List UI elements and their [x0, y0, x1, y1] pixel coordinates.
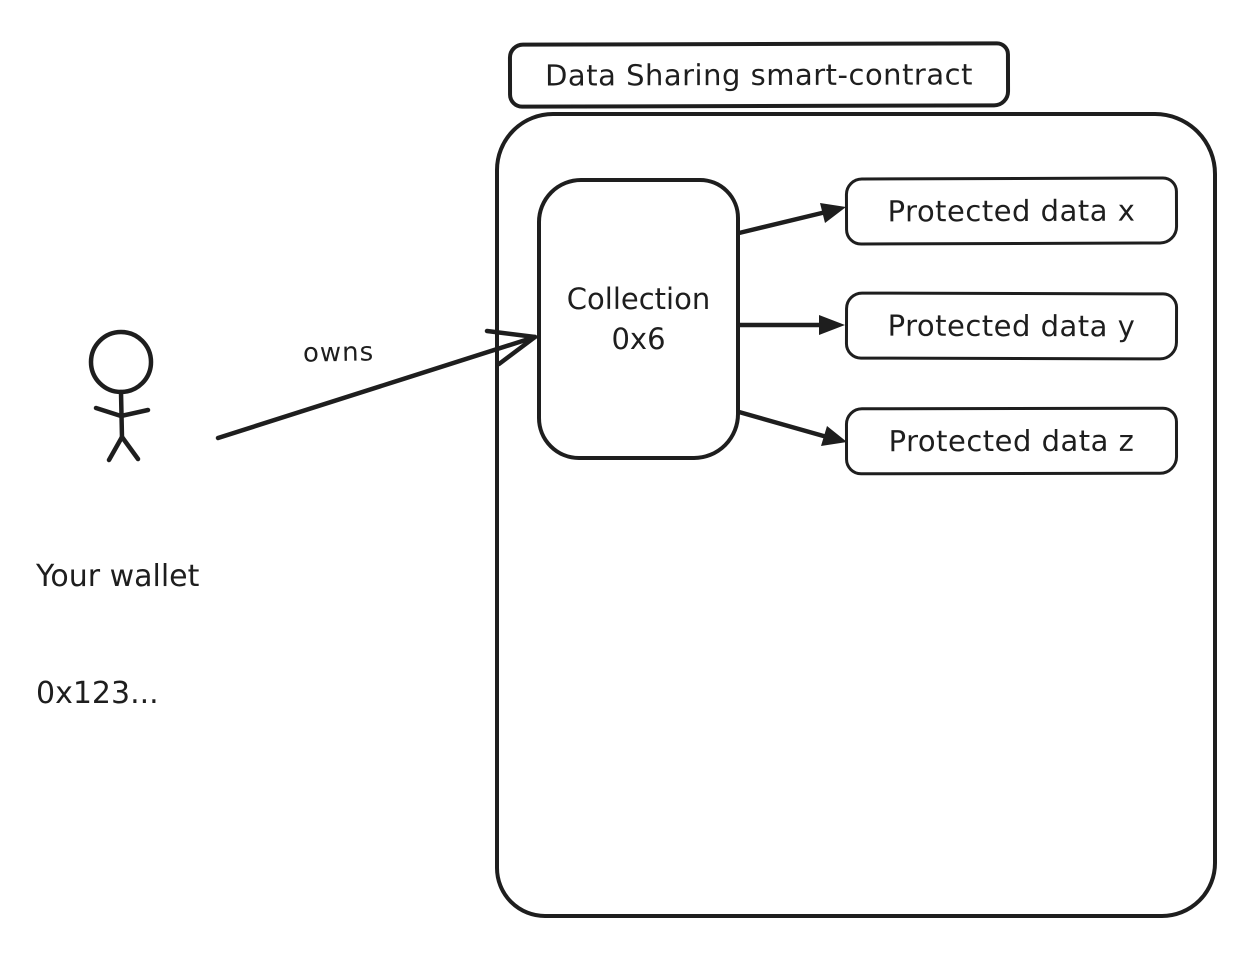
protected-data-z-label: Protected data z: [888, 423, 1135, 459]
owns-arrow-label: owns: [302, 337, 375, 369]
protected-data-y-node: Protected data y: [844, 291, 1179, 361]
actor-legs: [106, 434, 141, 463]
protected-data-x-label: Protected data x: [887, 193, 1136, 229]
wallet-label: Your wallet 0x123...: [36, 479, 199, 791]
protected-data-x-node: Protected data x: [844, 176, 1179, 246]
actor-head: [88, 329, 154, 395]
owns-arrow: [215, 328, 538, 441]
stick-figure-icon: [88, 329, 154, 463]
collection-address: 0x6: [611, 322, 666, 356]
owns-arrow-line: [215, 334, 538, 441]
protected-data-z-node: Protected data z: [844, 406, 1179, 476]
protected-data-y-label: Protected data y: [887, 308, 1136, 344]
actor-body: [118, 389, 125, 441]
wallet-label-line2: 0x123...: [36, 676, 159, 711]
collection-title: Collection: [566, 282, 711, 316]
actor-arms: [93, 405, 151, 419]
title-box: Data Sharing smart-contract: [507, 41, 1011, 109]
collection-node: Collection 0x6: [537, 178, 740, 460]
wallet-label-line1: Your wallet: [36, 559, 200, 594]
title-label: Data Sharing smart-contract: [545, 57, 973, 93]
